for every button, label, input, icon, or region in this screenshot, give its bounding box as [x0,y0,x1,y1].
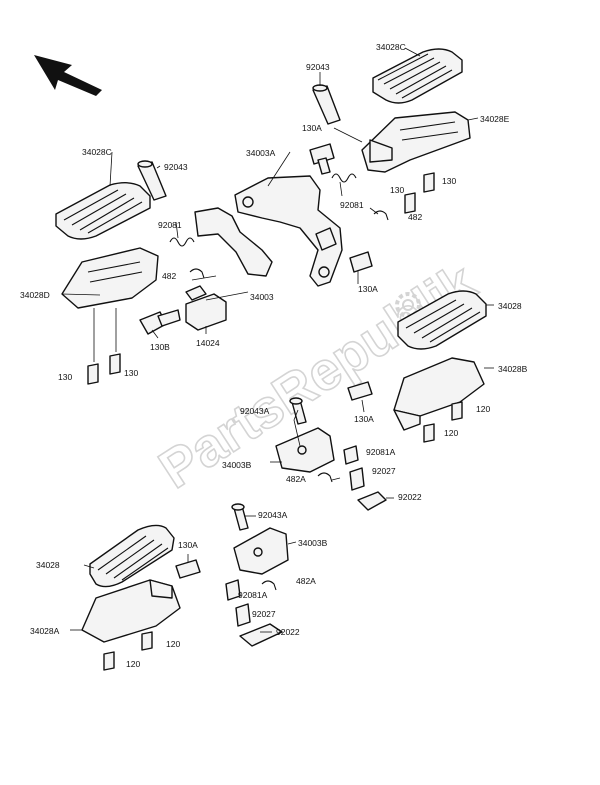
bracket-34003b-low[interactable] [233,527,289,575]
label-34028c-top: 34028C [376,42,406,52]
label-120-r1: 120 [476,404,490,414]
bolt-130-left-b[interactable] [109,353,121,375]
bolt-130a-low[interactable] [175,559,201,579]
bolt-120-right-b[interactable] [423,423,435,443]
label-130a-low: 130A [178,540,198,550]
bolt-120-left-b[interactable] [103,651,115,671]
label-92081-mid: 92081 [340,200,364,210]
rubber-pad-34028-low[interactable] [89,524,175,588]
footpeg-34028b[interactable] [393,357,485,431]
plate-92022-mid[interactable] [357,491,387,511]
bolt-120-right-a[interactable] [451,401,463,421]
bolt-130-right-b[interactable] [423,172,435,193]
label-92043-top: 92043 [306,62,330,72]
label-482-left: 482 [162,271,176,281]
label-92027-low: 92027 [252,609,276,619]
bracket-34003[interactable] [194,207,273,277]
spring-92081a-mid[interactable] [343,445,359,465]
clip-482a-low[interactable] [261,580,277,591]
label-34003a: 34003A [246,148,276,158]
label-482a-low: 482A [296,576,316,586]
rubber-pad-34028c-top[interactable] [372,48,463,104]
label-34003b-mid: 34003B [222,460,252,470]
label-34028c-left: 34028C [82,147,112,157]
label-14024: 14024 [196,338,220,348]
label-92081-left: 92081 [158,220,182,230]
bolt-130-left-a[interactable] [87,363,99,385]
clip-482-left[interactable] [189,268,205,279]
pin-92043-left[interactable] [137,160,167,201]
pin-92043-top[interactable] [312,84,341,125]
bushing-92027-mid[interactable] [349,467,365,491]
label-92022-mid: 92022 [398,492,422,502]
label-34028b: 34028B [498,364,528,374]
label-92043-left: 92043 [164,162,188,172]
label-92081a-mid: 92081A [366,447,396,457]
label-34028a: 34028A [30,626,60,636]
pin-92043a-mid[interactable] [289,397,307,425]
label-482a-mid: 482A [286,474,306,484]
footpeg-34028a[interactable] [81,579,181,643]
front-direction-arrow-icon [34,55,102,96]
plate-92022-low[interactable] [239,623,283,647]
clip-482-right[interactable] [373,210,389,221]
rubber-pad-34028[interactable] [397,290,487,350]
footpeg-34028e[interactable] [361,111,471,173]
bracket-34003a[interactable] [234,175,343,287]
spring-92081a-low[interactable] [225,579,241,601]
label-130a-mid: 130A [354,414,374,424]
label-34003: 34003 [250,292,274,302]
label-120-l2: 120 [126,659,140,669]
label-92022-low: 92022 [276,627,300,637]
label-120-r2: 120 [444,428,458,438]
label-92027-mid: 92027 [372,466,396,476]
spring-92081-left[interactable] [169,237,195,247]
label-120-l1: 120 [166,639,180,649]
label-92043a-low: 92043A [258,510,288,520]
label-130-left-2: 130 [124,368,138,378]
footpeg-34028d[interactable] [61,247,159,309]
bolt-120-left-a[interactable] [141,631,153,651]
label-130-left-1: 130 [58,372,72,382]
label-130a-right: 130A [358,284,378,294]
label-130-right-2: 130 [442,176,456,186]
bolt-130a-mid[interactable] [347,381,373,401]
label-34003b-low: 34003B [298,538,328,548]
bolt-130a-right[interactable] [349,251,373,273]
spring-92081-mid[interactable] [331,173,357,183]
bolt-130b[interactable] [139,309,181,335]
pin-92043a-low[interactable] [231,503,249,531]
label-34028e: 34028E [480,114,510,124]
label-130a-top: 130A [302,123,322,133]
label-130-right-1: 130 [390,185,404,195]
block-14024[interactable] [185,285,227,331]
clip-482a-mid[interactable] [317,472,333,483]
bolt-130-right-a[interactable] [404,192,416,214]
bushing-92027-low[interactable] [235,603,251,627]
rubber-pad-34028c-left[interactable] [55,182,151,240]
label-92081a-low: 92081A [238,590,268,600]
label-482-right: 482 [408,212,422,222]
bracket-34003b-mid[interactable] [275,427,335,473]
label-34028: 34028 [498,301,522,311]
bolt-130a-top[interactable] [309,143,335,175]
label-34028d: 34028D [20,290,50,300]
label-92043a-mid: 92043A [240,406,270,416]
part-labels: 34028C 92043 130A 34028E 34003A 34028C 9… [20,42,528,669]
label-130b: 130B [150,342,170,352]
leader-lines [61,47,494,633]
label-34028-low: 34028 [36,560,60,570]
